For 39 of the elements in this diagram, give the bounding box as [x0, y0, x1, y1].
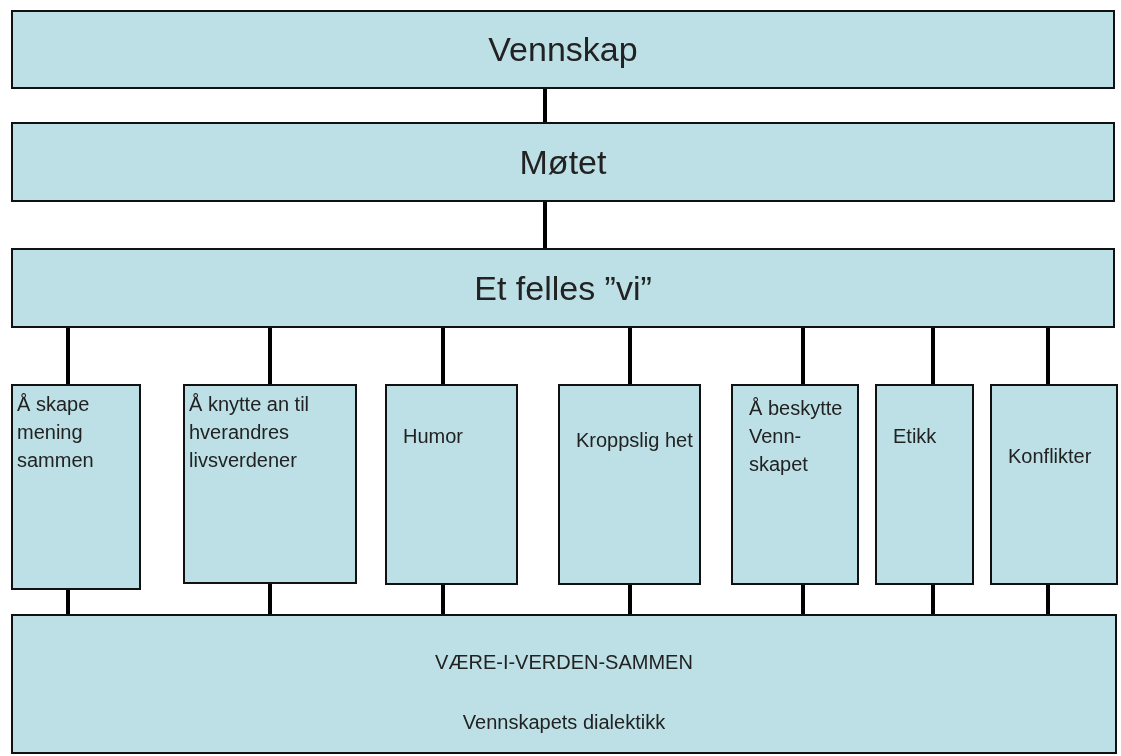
connector-line: [931, 585, 935, 614]
connector-line: [268, 328, 272, 384]
theme-box: [11, 384, 141, 590]
theme-box: [385, 384, 518, 585]
theme-box: [183, 384, 357, 584]
box-label: Kroppslig het: [576, 428, 694, 453]
connector-line: [543, 202, 547, 248]
connector-line: [801, 585, 805, 614]
connector-line: [543, 89, 547, 122]
theme-box: [990, 384, 1118, 585]
box-label: Humor: [403, 424, 464, 449]
heading-box: [11, 248, 1115, 328]
heading-box: [11, 122, 1115, 202]
box-label: Etikk: [893, 424, 938, 449]
box-label: Å knytte an til hverandres livsverdener: [189, 392, 311, 473]
connector-line: [628, 328, 632, 384]
connector-line: [66, 590, 70, 614]
box-title: VÆRE-I-VERDEN-SAMMEN: [435, 650, 693, 674]
theme-box: [731, 384, 859, 585]
connector-line: [441, 585, 445, 614]
box-label: Konflikter: [1008, 444, 1093, 469]
box-label: Å skape mening sammen: [17, 392, 95, 473]
connector-line: [441, 328, 445, 384]
connector-line: [931, 328, 935, 384]
connector-line: [268, 584, 272, 614]
connector-line: [66, 328, 70, 384]
heading-box: [11, 10, 1115, 89]
connector-line: [1046, 328, 1050, 384]
connector-line: [801, 328, 805, 384]
box-title: Et felles ”vi”: [474, 267, 652, 309]
theme-box: [875, 384, 974, 585]
box-subtitle: Vennskapets dialektikk: [462, 710, 666, 734]
foundation-box: [11, 614, 1117, 754]
connector-line: [628, 585, 632, 614]
connector-line: [1046, 585, 1050, 614]
box-title: Møtet: [519, 141, 607, 183]
theme-box: [558, 384, 701, 585]
box-title: Vennskap: [488, 29, 638, 70]
box-label: Å beskytte Venn- skapet: [749, 396, 844, 477]
